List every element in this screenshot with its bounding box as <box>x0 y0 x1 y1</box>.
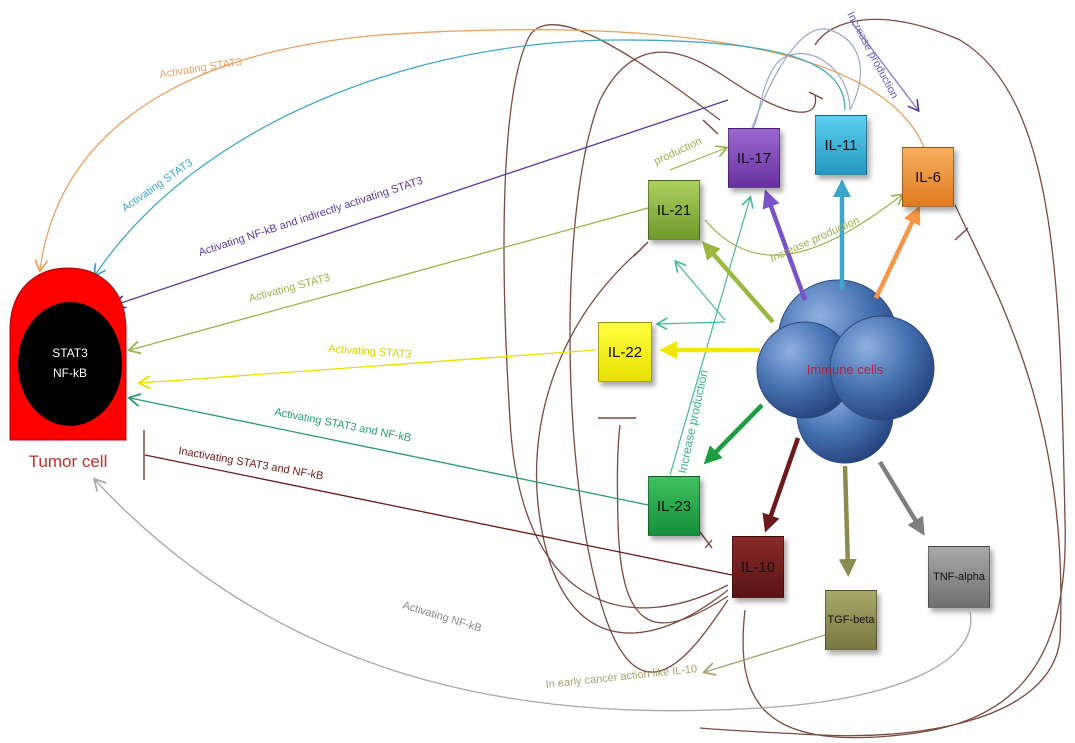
label-il17-to-il6: Increase production <box>844 10 900 101</box>
node-il11: IL-11 <box>815 115 867 175</box>
node-tgfb: TGF-beta <box>825 590 877 650</box>
node-il6: IL-6 <box>902 147 954 207</box>
immune-cells-label: Immune cells <box>807 362 884 377</box>
label-tgfb-note: In early cancer action like IL-10 <box>545 663 698 691</box>
label-tnf-to-tumor: Activating NF-kB <box>401 599 483 634</box>
node-tgfb-label: TGF-beta <box>827 614 875 626</box>
node-il17-label: IL-17 <box>736 149 772 167</box>
label-il6-to-tumor: Activating STAT3 <box>159 56 243 81</box>
il21-to-tumor-line <box>130 207 649 350</box>
il17-to-il6-arrow <box>849 19 918 110</box>
node-tnfa-label: TNF-alpha <box>933 571 985 583</box>
il17-to-tumor-line <box>115 99 729 305</box>
label-il21-to-tumor: Activating STAT3 <box>248 272 332 305</box>
label-il11-to-tumor: Activating STAT3 <box>120 157 195 215</box>
il10-inhibition-loop-il17 <box>503 24 729 609</box>
il10-to-tumor-line <box>144 454 733 576</box>
node-il6-label: IL-6 <box>915 168 941 186</box>
label-il23-to-il17: Increase production <box>675 369 711 475</box>
il23-to-il21-arrow <box>676 262 726 321</box>
node-il22-label: IL-22 <box>607 343 643 361</box>
il6-inhibition-loop <box>699 204 1062 737</box>
il21-to-il6-arrow <box>704 195 902 256</box>
label-il21-to-il17: production <box>652 135 704 168</box>
tumor-nfkb-label: NF-kB <box>53 366 87 380</box>
il10-inhibition-loop-il6 <box>742 18 1066 739</box>
tumor-stat3-label: STAT3 <box>52 346 88 360</box>
il23-to-tumor-line <box>130 398 649 506</box>
node-il10-label: IL-10 <box>740 558 776 576</box>
tumor-cell-caption: Tumor cell <box>29 452 108 471</box>
node-il23-label: IL-23 <box>656 497 692 515</box>
node-il23: IL-23 <box>648 476 700 536</box>
il11-to-tumor-curve <box>95 39 846 275</box>
il10-inhibition-loop-il22 <box>616 424 729 624</box>
il10-inhibition-loop-il11 <box>569 51 817 673</box>
il21-to-il17-arrow <box>669 148 726 171</box>
node-il10: IL-10 <box>732 536 784 598</box>
il23-to-il17-arrow <box>669 198 750 476</box>
node-il21: IL-21 <box>648 180 700 240</box>
tumor-cell-shape <box>9 267 127 441</box>
il10-inhibition-loop-il21 <box>535 249 729 634</box>
immune-to-tnfa-arrow <box>878 460 925 536</box>
immune-to-il10-arrow <box>762 437 801 533</box>
immune-to-il23-arrow <box>703 403 764 465</box>
tnf-to-tumor-curve <box>95 480 972 712</box>
node-il11-label: IL-11 <box>824 136 858 154</box>
tgfb-note-arrow <box>705 634 826 672</box>
label-il22-to-tumor: Activating STAT3 <box>328 343 412 361</box>
node-il17: IL-17 <box>728 128 780 188</box>
label-il23-to-tumor: Activating STAT3 and NF-kB <box>273 406 412 444</box>
il6-to-tumor-curve <box>40 29 926 270</box>
il23-to-il22-arrow <box>658 322 726 324</box>
node-tnfa: TNF-alpha <box>928 546 990 608</box>
immune-cells-cluster <box>756 279 935 464</box>
immune-to-il6-arrow <box>873 205 921 299</box>
node-il22: IL-22 <box>598 322 652 382</box>
immune-to-il17-arrow <box>762 189 808 301</box>
immune-to-tgfb-arrow <box>838 465 857 577</box>
il22-to-tumor-line <box>140 349 597 383</box>
node-il21-label: IL-21 <box>656 201 692 219</box>
immune-to-il21-arrow <box>702 241 775 324</box>
label-il17-to-tumor: Activating NF-kB and indirectly activati… <box>197 175 424 259</box>
